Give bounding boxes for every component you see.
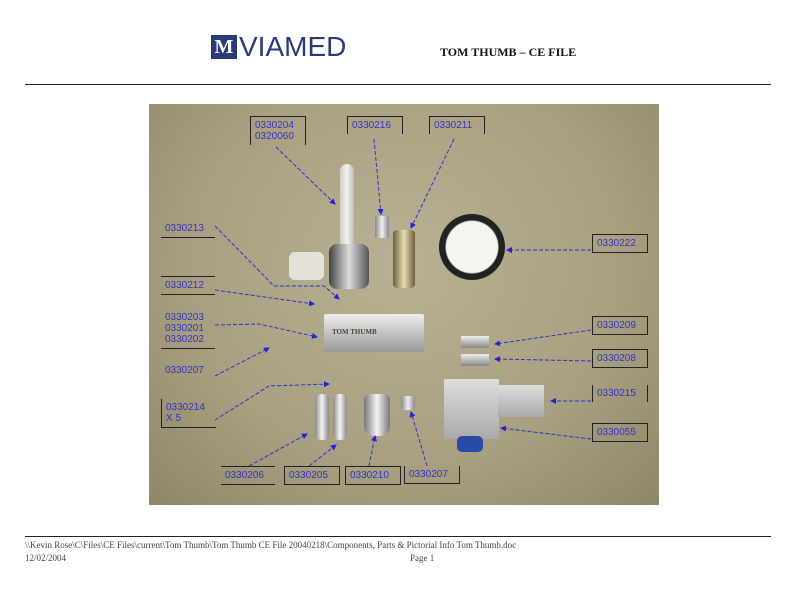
plug <box>401 396 415 410</box>
label-text: 0330204 <box>255 120 294 131</box>
label-text: 0320060 <box>255 131 294 142</box>
label-gauge: 0330222 <box>592 234 648 253</box>
elbow-fitting <box>375 216 389 238</box>
label-barb-1: 0330206 <box>221 466 275 485</box>
label-text: 0330201 <box>165 323 204 334</box>
label-cylinder: 0330211 <box>429 116 485 134</box>
footer-page: Page 1 <box>410 553 435 563</box>
label-nozzle: 0330210 <box>345 466 401 485</box>
document-title: TOM THUMB – CE FILE <box>440 45 577 59</box>
footer-divider <box>25 536 771 537</box>
barb-1 <box>315 394 329 440</box>
viamed-logo: M VIAMED <box>211 31 347 62</box>
label-fitting-bottom: 0330208 <box>592 349 648 368</box>
pressure-gauge <box>439 214 505 280</box>
cylinder-valve <box>393 230 415 288</box>
logo-text: VIAMED <box>239 31 347 62</box>
label-fitting-top: 0330209 <box>592 316 648 335</box>
flowmeter-body <box>329 244 369 289</box>
label-plate: 0330215 <box>592 385 648 402</box>
label-text: 0330214 <box>166 402 205 413</box>
label-elbow: 0330216 <box>347 116 403 134</box>
fitting-bottom <box>461 354 489 366</box>
footer-path: \\Kevin Rose\C\Files\CE Files\current\To… <box>25 540 517 550</box>
manifold-block: TOM THUMB <box>324 314 424 352</box>
logo-mark: M <box>211 35 237 59</box>
label-plug-left: 0330207 <box>165 365 204 376</box>
block-brand: TOM THUMB <box>332 328 377 336</box>
label-barb-2: 0330205 <box>284 466 340 485</box>
clamp <box>444 379 499 439</box>
barb-2 <box>333 394 347 440</box>
label-0330213: 0330213 <box>161 220 215 238</box>
label-clamp: 0330055 <box>592 423 648 442</box>
label-text: X 5 <box>166 413 182 424</box>
label-plug-bottom: 0330207 <box>404 466 460 484</box>
nozzle <box>364 394 390 436</box>
flowmeter-tube <box>340 164 354 259</box>
arrow <box>275 146 336 205</box>
label-text: 0330203 <box>165 312 204 323</box>
callout-arrows <box>214 138 592 467</box>
label-0330212: 0330212 <box>161 276 215 295</box>
header-divider <box>25 84 771 85</box>
flowmeter-knob <box>289 252 324 280</box>
label-text: 0330202 <box>165 334 204 345</box>
fitting-top <box>461 336 489 348</box>
clamp-knob <box>457 436 483 452</box>
footer-date: 12/02/2004 <box>25 553 67 563</box>
plate <box>498 385 544 417</box>
